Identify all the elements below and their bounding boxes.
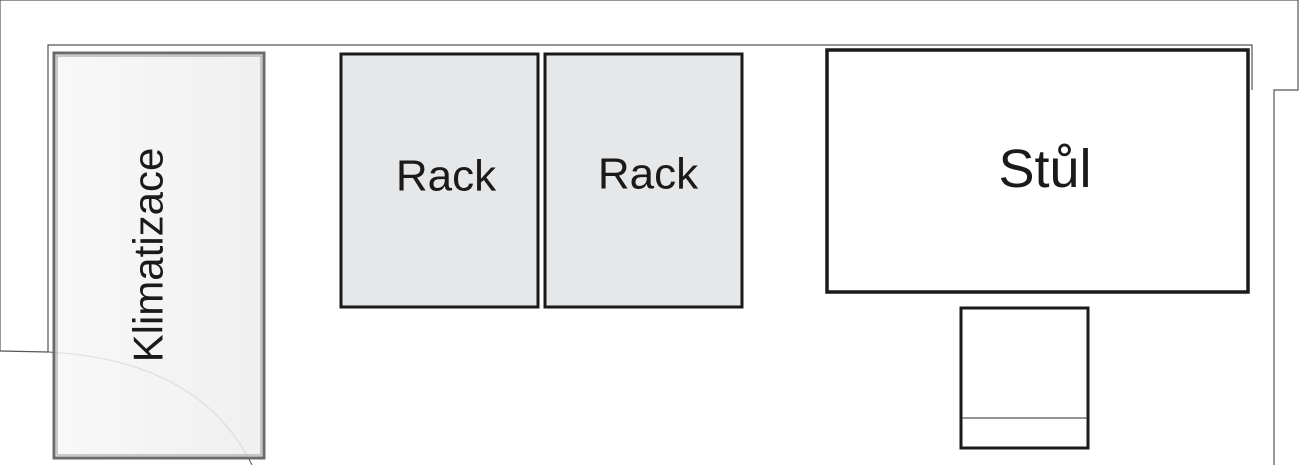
chair-box: [959, 306, 1090, 450]
rack-left-box: [339, 52, 540, 309]
desk-box: [825, 48, 1250, 294]
rack-right-box: [543, 52, 744, 309]
ac-unit-label: Klimatizace: [125, 148, 172, 363]
wall-opening-line: [0, 350, 49, 353]
ac-unit-inner-border: [56, 55, 262, 456]
rack-left-label: Rack: [396, 152, 497, 201]
room-inner-wall: [47, 44, 1253, 352]
desk-label: Stůl: [998, 139, 1091, 199]
rack-right-label: Rack: [598, 150, 699, 199]
ac-unit-box: [52, 51, 266, 460]
